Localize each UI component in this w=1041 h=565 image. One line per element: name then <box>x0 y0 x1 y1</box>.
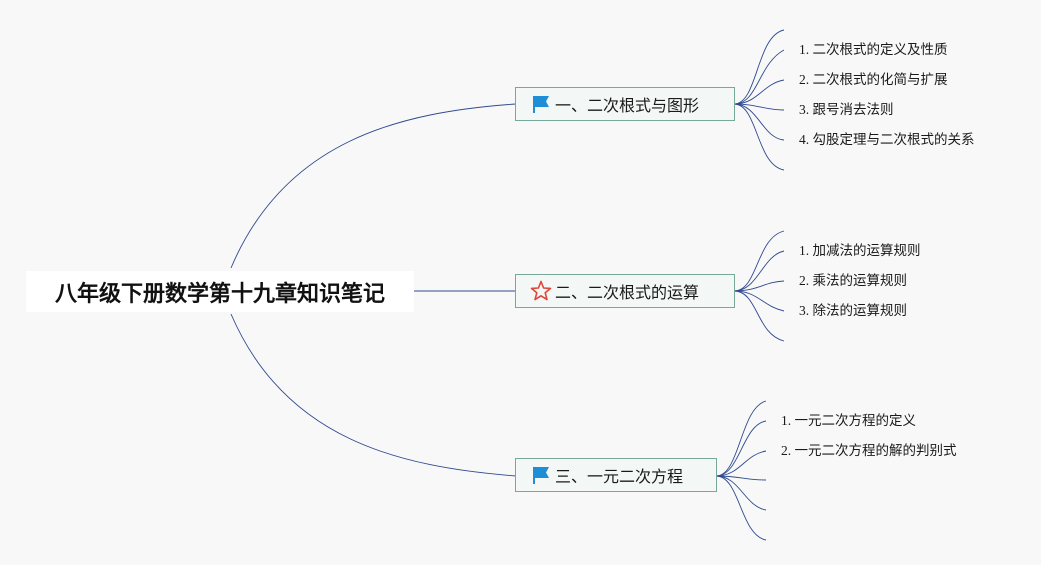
connector-b1-top-extra <box>733 29 785 105</box>
connector-b3-leaf-2 <box>715 450 767 477</box>
subtopic-1-4[interactable]: 4. 勾股定理与二次根式的关系 <box>799 132 975 147</box>
branch-topic-1[interactable]: 一、二次根式与图形 <box>515 87 735 121</box>
flag-icon <box>529 92 553 116</box>
flag-icon <box>529 463 553 487</box>
star-icon <box>529 279 553 303</box>
root-topic[interactable]: 八年级下册数学第十九章知识笔记 <box>26 271 414 312</box>
connector-b3-empty-2 <box>715 475 767 511</box>
connector-b1-bottom-extra <box>733 103 785 171</box>
connector-b2-leaf-2 <box>733 280 785 292</box>
branch-label: 三、一元二次方程 <box>555 467 684 486</box>
connector-b1-leaf-4 <box>733 103 785 141</box>
connector-b2-leaf-3 <box>733 290 785 312</box>
subtopic-1-2[interactable]: 2. 二次根式的化简与扩展 <box>799 72 948 87</box>
subtopic-1-3[interactable]: 3. 跟号消去法则 <box>799 102 894 117</box>
root-title: 八年级下册数学第十九章知识笔记 <box>54 281 385 307</box>
subtopic-3-1[interactable]: 1. 一元二次方程的定义 <box>781 413 916 428</box>
subtopic-2-2[interactable]: 2. 乘法的运算规则 <box>799 273 907 288</box>
branch-label: 二、二次根式的运算 <box>555 283 700 302</box>
connector-b3-leaf-1 <box>715 420 767 477</box>
connector-b1-leaf-2 <box>733 79 785 105</box>
connector-b3-top-extra <box>715 400 767 477</box>
connector-b2-bottom-extra <box>733 290 785 342</box>
subtopic-2-3[interactable]: 3. 除法的运算规则 <box>799 303 907 318</box>
subtopic-2-1[interactable]: 1. 加减法的运算规则 <box>799 243 921 258</box>
connector-b3-bottom-extra <box>715 475 767 541</box>
connector-b1-leaf-3 <box>733 103 785 111</box>
connector-root-branch-1 <box>230 103 517 269</box>
connector-root-branch-3 <box>230 313 517 477</box>
connector-b3-empty-1 <box>715 475 767 481</box>
branch-label: 一、二次根式与图形 <box>555 96 700 115</box>
branch-topic-3[interactable]: 三、一元二次方程 <box>515 458 717 492</box>
branch-topic-2[interactable]: 二、二次根式的运算 <box>515 274 735 308</box>
subtopic-1-1[interactable]: 1. 二次根式的定义及性质 <box>799 42 948 57</box>
connector-b2-top-extra <box>733 230 785 292</box>
connector-b2-leaf-1 <box>733 250 785 292</box>
connector-b1-leaf-1 <box>733 49 785 105</box>
subtopic-3-2[interactable]: 2. 一元二次方程的解的判别式 <box>781 443 957 458</box>
